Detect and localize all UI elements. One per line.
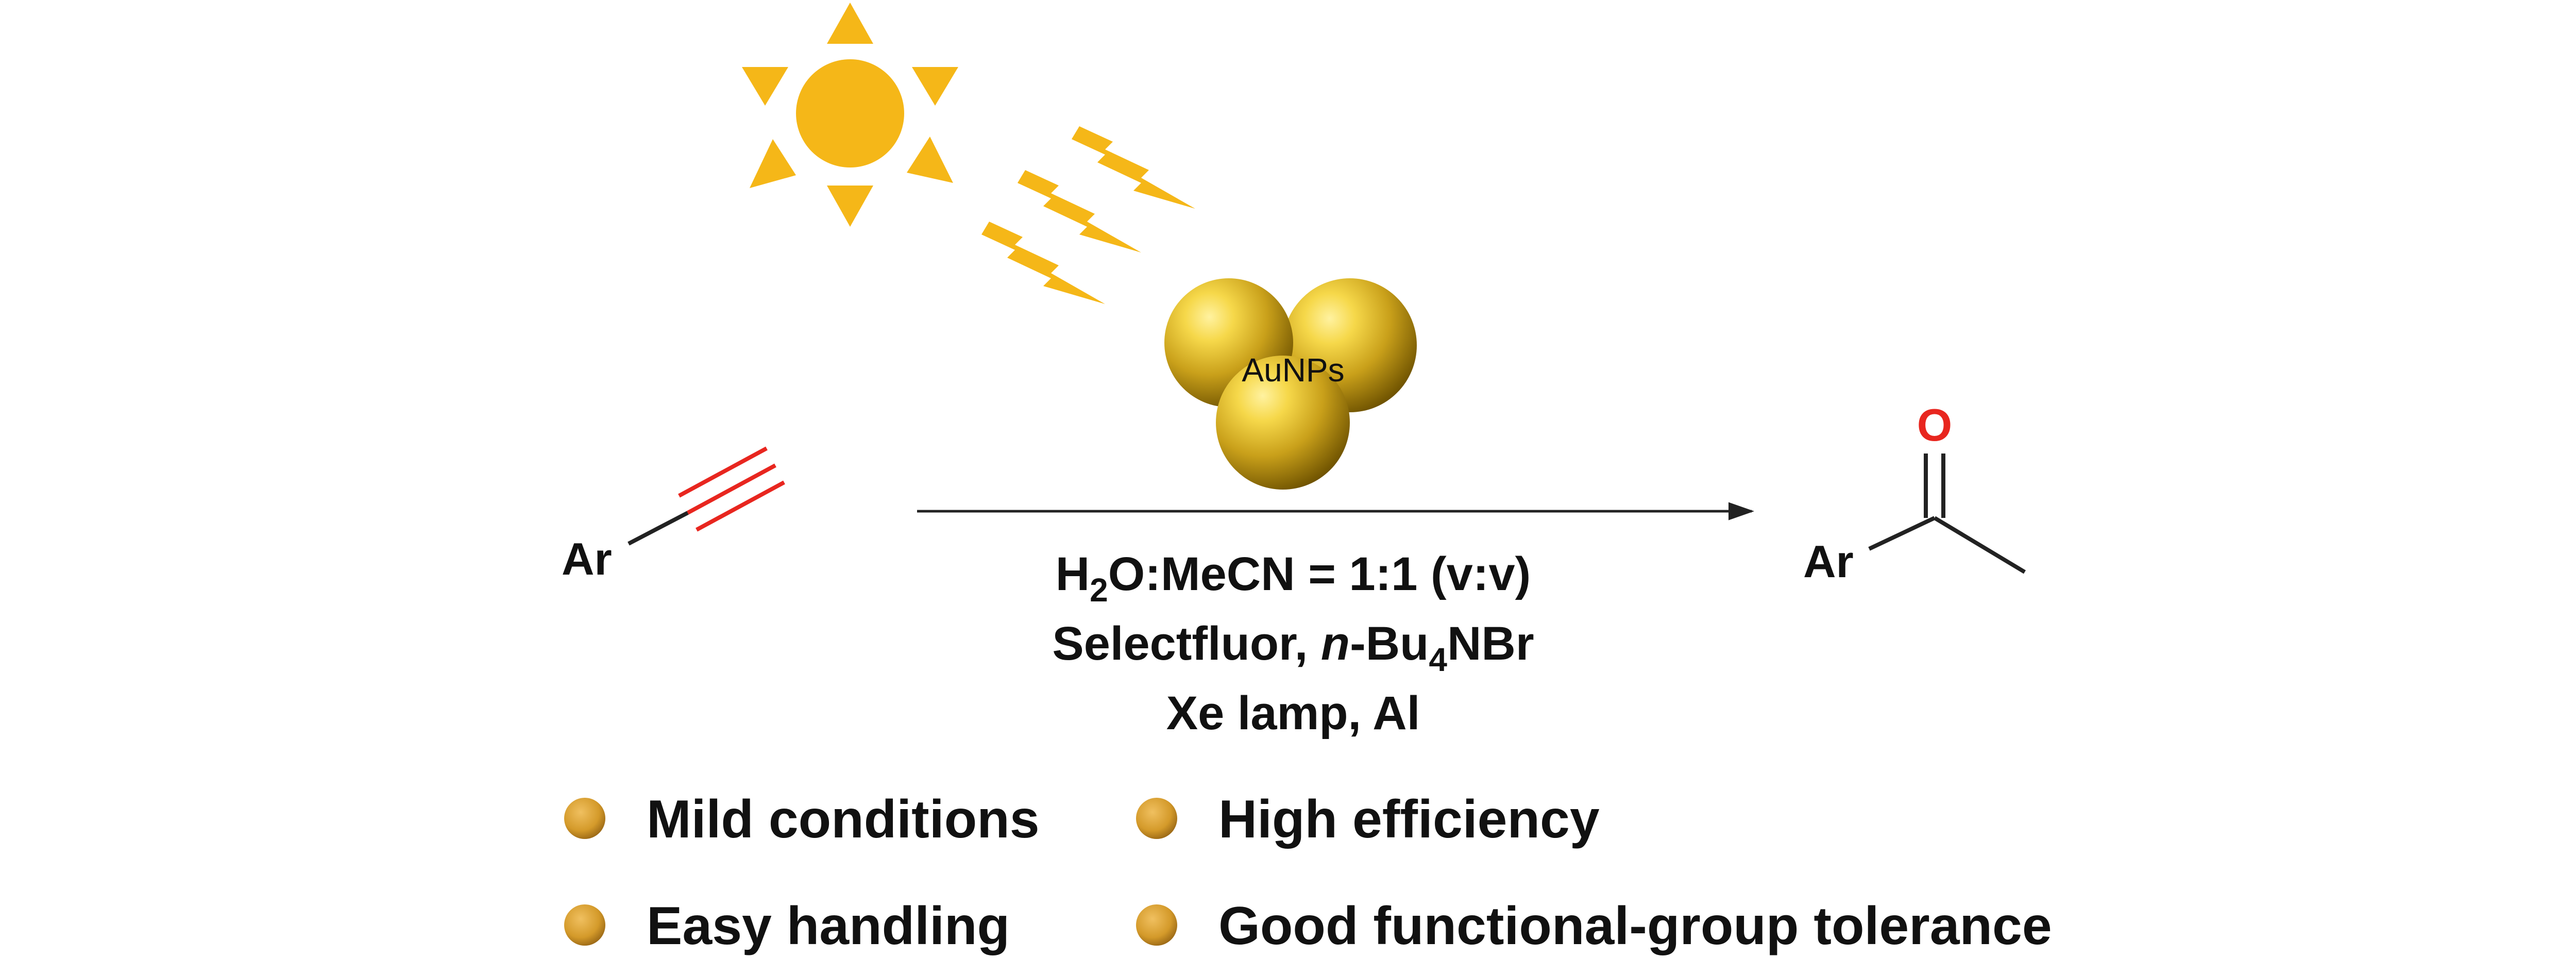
conditions-line-2: Selectfluor, n-Bu4NBr: [1052, 617, 1534, 678]
reactant-ar-label: Ar: [562, 533, 612, 584]
features-list: Mild conditions High efficiency Easy han…: [564, 790, 2052, 956]
conditions-line-3: Xe lamp, Al: [1166, 687, 1420, 740]
gold-nanoparticles-icon: AuNPs: [1164, 278, 1417, 490]
reactant-alkyne: Ar: [562, 446, 785, 584]
feature-item: Mild conditions: [564, 790, 1040, 849]
svg-text:Easy handling: Easy handling: [647, 896, 1010, 956]
triple-bond: [678, 446, 785, 532]
svg-text:Mild conditions: Mild conditions: [647, 790, 1040, 849]
product-bond-ar: [1868, 516, 1936, 551]
sun-icon: [742, 3, 958, 227]
feature-item: High efficiency: [1136, 790, 1600, 849]
reactant-single-bond: [628, 511, 689, 546]
svg-text:High efficiency: High efficiency: [1218, 790, 1600, 849]
product-ar-label: Ar: [1803, 536, 1854, 587]
feature-item: Good functional-group tolerance: [1136, 896, 2052, 956]
catalyst-label: AuNPs: [1242, 351, 1344, 389]
reaction-conditions: H2O:MeCN = 1:1 (v:v) Selectfluor, n-Bu4N…: [1052, 548, 1534, 740]
conditions-line-1: H2O:MeCN = 1:1 (v:v): [1056, 548, 1531, 609]
bullet-icon: [1136, 798, 1177, 839]
oxygen-label: O: [1917, 399, 1952, 450]
bullet-icon: [564, 904, 605, 946]
product-ketone: Ar O: [1803, 399, 2026, 587]
light-rays-icon: [981, 126, 1195, 304]
bullet-icon: [564, 798, 605, 839]
bullet-icon: [1136, 904, 1177, 946]
svg-text:Good functional-group toleranc: Good functional-group tolerance: [1218, 896, 2052, 956]
product-bond-methyl: [1933, 516, 2026, 574]
feature-item: Easy handling: [564, 896, 1010, 956]
